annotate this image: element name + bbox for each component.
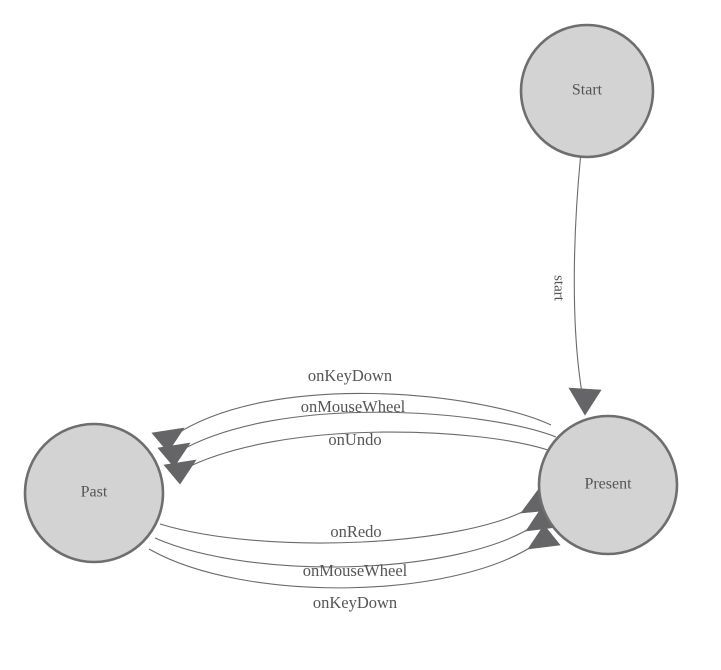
edge-label-start: start	[551, 275, 567, 302]
node-past-circle	[23, 422, 165, 564]
edge-past-to-present-onredo[interactable]: onRedo	[159, 489, 554, 544]
edge-label-past-to-present-onmousewheel: onMouseWheel	[303, 561, 408, 580]
edge-label-past-to-present-onkeydown: onKeyDown	[313, 593, 397, 612]
edge-past-to-present-onmousewheel-path	[154, 522, 539, 568]
edge-present-to-past-onmousewheel[interactable]: onMouseWheel	[157, 397, 557, 468]
edge-present-to-past-onkeydown-arrowhead	[151, 427, 185, 453]
edge-present-to-past-onkeydown[interactable]: onKeyDown	[151, 366, 552, 453]
edge-present-to-past-onundo-path	[183, 431, 549, 470]
node-present-label: Present	[584, 476, 632, 493]
edge-present-to-past-onundo-arrowhead	[163, 459, 197, 485]
node-start-circle	[519, 23, 655, 159]
node-present-circle	[537, 414, 679, 556]
edge-label-present-to-past-onkeydown: onKeyDown	[308, 366, 392, 385]
edge-past-to-present-onkeydown-path	[148, 540, 541, 589]
edge-start-to-present-path	[573, 156, 583, 394]
edge-label-present-to-past-onundo: onUndo	[328, 430, 381, 449]
node-present[interactable]: Present	[537, 414, 679, 556]
edge-present-to-past-onmousewheel-arrowhead	[157, 442, 191, 468]
edge-past-to-present-onredo-path	[159, 505, 534, 544]
edge-past-to-present-onmousewheel[interactable]: onMouseWheel	[154, 506, 559, 580]
node-start[interactable]: Start	[519, 23, 655, 159]
edge-present-to-past-onmousewheel-path	[177, 411, 557, 453]
edge-present-to-past-onkeydown-path	[171, 392, 552, 438]
edge-present-to-past-onundo[interactable]: onUndo	[163, 430, 549, 485]
edge-label-past-to-present-onredo: onRedo	[330, 522, 381, 541]
edge-past-to-present-onkeydown-arrowhead	[527, 524, 561, 550]
node-past[interactable]: Past	[23, 422, 165, 564]
edge-start-to-present[interactable]: start	[551, 156, 602, 416]
node-past-label: Past	[81, 484, 108, 501]
edge-past-to-present-onkeydown[interactable]: onKeyDown	[148, 524, 561, 612]
edge-label-present-to-past-onmousewheel: onMouseWheel	[301, 397, 406, 416]
node-start-label: Start	[572, 82, 603, 99]
edge-start-to-present-arrowhead	[568, 387, 602, 416]
